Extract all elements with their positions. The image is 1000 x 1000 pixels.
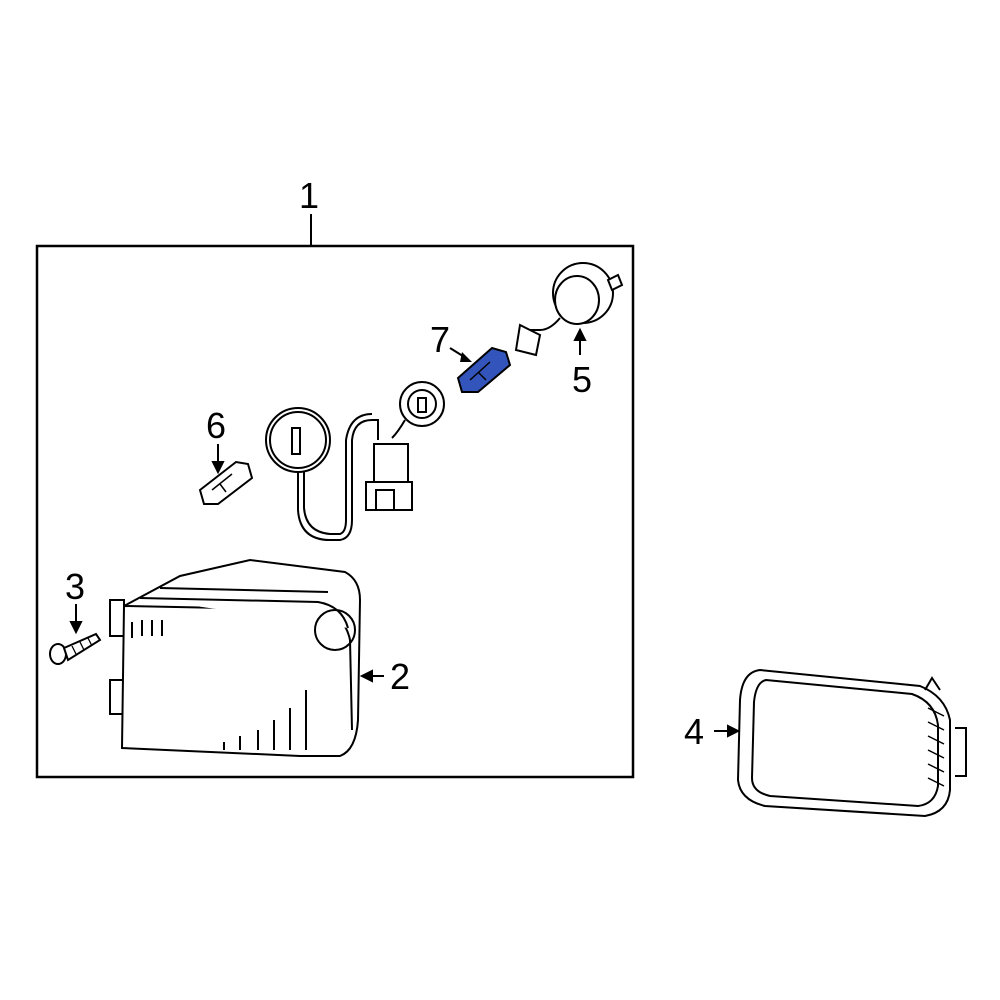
callout-3: 3 <box>65 566 86 607</box>
lamp-housing-drawing <box>109 558 384 757</box>
wedge-bulb-7-drawing <box>449 346 512 393</box>
lamp-socket-small-drawing <box>391 381 445 439</box>
wedge-bulb-6-drawing <box>198 444 254 505</box>
harness-drawing <box>265 407 413 541</box>
callout-5: 5 <box>572 359 593 400</box>
callout-1: 1 <box>299 175 320 216</box>
callout-2: 2 <box>390 656 411 697</box>
bulb-socket-drawing <box>514 262 624 357</box>
callout-6: 6 <box>206 405 227 446</box>
mounting-screw-drawing <box>49 604 102 665</box>
callout-4: 4 <box>684 711 705 752</box>
callout-7: 7 <box>430 319 451 360</box>
bezel-drawing <box>714 668 967 818</box>
